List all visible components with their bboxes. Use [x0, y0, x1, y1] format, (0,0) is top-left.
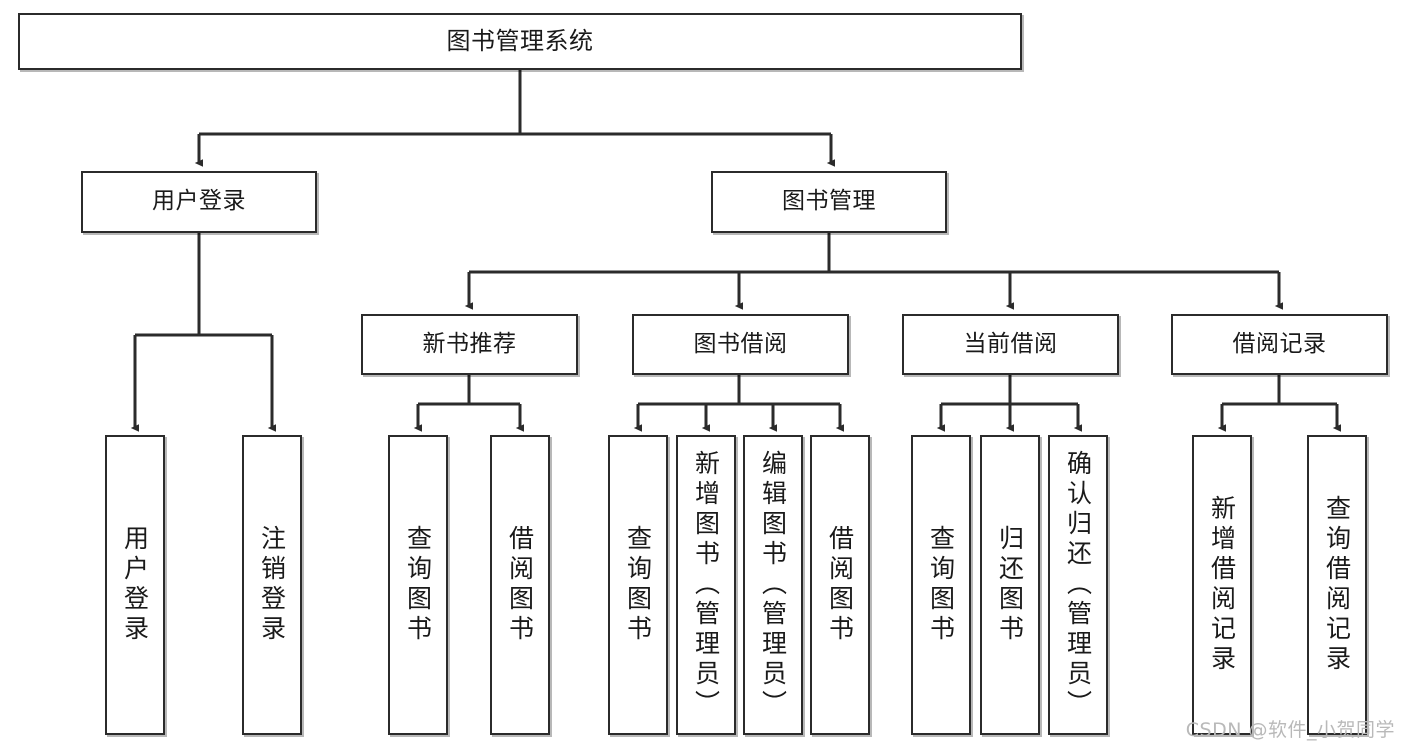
node-leaf-query-book-3[interactable]: 查询图书 [911, 435, 971, 735]
node-leaf-borrow-book-2[interactable]: 借阅图书 [810, 435, 870, 735]
node-leaf-query-record-label: 查询借阅记录 [1322, 495, 1352, 675]
node-leaf-query-book-3-label: 查询图书 [926, 525, 956, 645]
node-leaf-add-record[interactable]: 新增借阅记录 [1192, 435, 1252, 735]
node-leaf-user-login-label: 用户登录 [120, 525, 150, 645]
node-new-book-rec-label: 新书推荐 [422, 330, 517, 357]
node-leaf-add-record-label: 新增借阅记录 [1207, 495, 1237, 675]
node-leaf-query-book-1-label: 查询图书 [403, 525, 433, 645]
node-new-book-rec[interactable]: 新书推荐 [361, 314, 578, 375]
node-leaf-query-book-2[interactable]: 查询图书 [608, 435, 668, 735]
node-leaf-query-book-1[interactable]: 查询图书 [388, 435, 448, 735]
node-leaf-borrow-book-2-label: 借阅图书 [825, 525, 855, 645]
node-leaf-user-login[interactable]: 用户登录 [105, 435, 165, 735]
node-leaf-add-book-label: 新增图书（管理员） [691, 450, 721, 720]
node-book-manage-label: 图书管理 [782, 188, 876, 215]
node-leaf-confirm-return[interactable]: 确认归还（管理员） [1048, 435, 1108, 735]
node-leaf-return-book-label: 归还图书 [995, 525, 1025, 645]
node-leaf-query-record[interactable]: 查询借阅记录 [1307, 435, 1367, 735]
node-book-borrow-label: 图书借阅 [693, 330, 788, 357]
node-leaf-logout-label: 注销登录 [257, 525, 287, 645]
node-root[interactable]: 图书管理系统 [18, 13, 1022, 70]
node-borrow-record[interactable]: 借阅记录 [1171, 314, 1388, 375]
node-leaf-query-book-2-label: 查询图书 [623, 525, 653, 645]
node-current-borrow-label: 当前借阅 [963, 330, 1058, 357]
node-user-login[interactable]: 用户登录 [81, 171, 317, 233]
node-leaf-return-book[interactable]: 归还图书 [980, 435, 1040, 735]
node-leaf-logout[interactable]: 注销登录 [242, 435, 302, 735]
node-book-borrow[interactable]: 图书借阅 [632, 314, 849, 375]
node-leaf-borrow-book-1-label: 借阅图书 [505, 525, 535, 645]
node-user-login-label: 用户登录 [152, 188, 246, 215]
node-root-label: 图书管理系统 [446, 27, 594, 56]
node-leaf-borrow-book-1[interactable]: 借阅图书 [490, 435, 550, 735]
node-current-borrow[interactable]: 当前借阅 [902, 314, 1119, 375]
node-book-manage[interactable]: 图书管理 [711, 171, 947, 233]
node-leaf-edit-book-label: 编辑图书（管理员） [758, 450, 788, 720]
watermark: CSDN @软件_小贺同学 [1185, 719, 1395, 741]
node-leaf-add-book[interactable]: 新增图书（管理员） [676, 435, 736, 735]
node-leaf-confirm-return-label: 确认归还（管理员） [1063, 450, 1093, 720]
node-leaf-edit-book[interactable]: 编辑图书（管理员） [743, 435, 803, 735]
node-borrow-record-label: 借阅记录 [1232, 330, 1327, 357]
